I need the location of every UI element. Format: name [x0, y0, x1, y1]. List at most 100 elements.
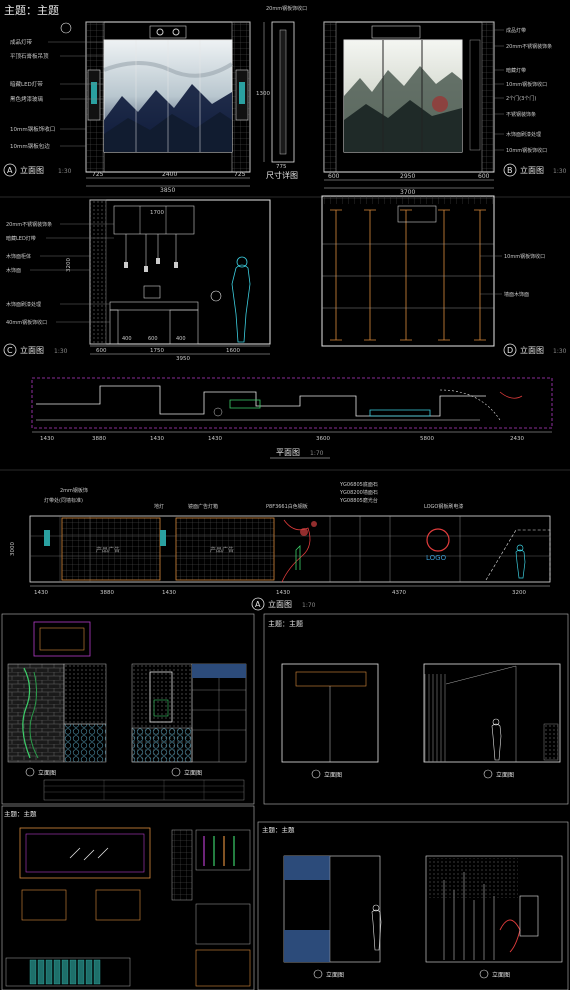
plan-dim-5: 3600	[316, 436, 330, 442]
sub-sheet-left: 立面图 立面图	[1, 613, 255, 805]
notes-a: 成品灯带 平顶石膏板吊顶 暗藏LED灯带 黑色烤漆玻璃 10mm钢板饰收口 10…	[10, 38, 55, 150]
notes-b: 成品灯带 20mm不锈钢装饰条 暗藏灯带 10mm钢板饰收口 2个门(3个门) …	[506, 27, 552, 154]
svg-text:镜面广告灯箱: 镜面广告灯箱	[188, 503, 218, 510]
plan-dim-7: 2430	[510, 436, 524, 442]
svg-text:木饰面刷漆处理: 木饰面刷漆处理	[506, 131, 541, 138]
bottom-left-header: 主题：主题	[4, 809, 37, 818]
long-elev-letter: A	[255, 600, 261, 609]
svg-text:地灯: 地灯	[154, 503, 164, 510]
dimension-detail: 1300 775 20mm钢板饰收口 尺寸详图	[256, 5, 307, 180]
ad-panel-2	[175, 517, 275, 581]
plan-dim-4: 1430	[208, 436, 222, 442]
plan-dim-1: 1430	[40, 436, 54, 442]
svg-text:P8F3661白色钢板: P8F3661白色钢板	[266, 503, 308, 510]
svg-text:成品灯带: 成品灯带	[10, 38, 33, 46]
plan-dim-3: 1430	[150, 436, 164, 442]
elev-c-letter: C	[7, 346, 13, 355]
plan-scale: 1:70	[310, 450, 324, 457]
dim-c-3: 1600	[226, 348, 240, 354]
elev-a-scale: 1:30	[58, 168, 72, 175]
long-dim-5: 4370	[392, 590, 406, 596]
elevation-c: 1700 400 600 400 600 1750 1600 3950 3200…	[3, 199, 271, 362]
dim-c-2: 1750	[150, 348, 164, 354]
svg-text:暗藏LED灯带: 暗藏LED灯带	[6, 235, 36, 242]
svg-text:木饰面柜体: 木饰面柜体	[6, 253, 31, 260]
long-dim-1: 1430	[34, 590, 48, 596]
long-dim-3: 1430	[162, 590, 176, 596]
dim-c-top: 1700	[150, 210, 164, 216]
svg-text:成品灯带: 成品灯带	[506, 27, 526, 34]
svg-text:木饰面: 木饰面	[6, 267, 21, 274]
ad-panel-1	[61, 517, 161, 581]
plan-dim-6: 5800	[420, 436, 434, 442]
long-dim-6: 3200	[512, 590, 526, 596]
sub-left-label-a: 立面图	[38, 769, 56, 777]
elev-c-scale: 1:30	[54, 348, 68, 355]
sheet-title: 主题：主题	[4, 4, 59, 17]
elev-a-title: 立面图	[20, 165, 44, 175]
svg-text:暗藏灯带: 暗藏灯带	[506, 67, 526, 74]
svg-text:40mm钢板饰收口: 40mm钢板饰收口	[6, 319, 47, 326]
svg-text:20mm不锈钢装饰条: 20mm不锈钢装饰条	[6, 221, 52, 228]
bottom-label-a: 立面图	[326, 971, 344, 979]
note-d-2: 墙面木饰面	[504, 291, 529, 298]
long-elev-scale: 1:70	[302, 602, 316, 609]
dim-c-small-2: 600	[148, 336, 158, 342]
panel-elevations-cd: 1700 400 600 400 600 1750 1600 3950 3200…	[3, 195, 567, 362]
detail-dim-height: 1300	[256, 91, 270, 97]
dim-c-1: 600	[96, 348, 107, 354]
notes-c: 20mm不锈钢装饰条 暗藏LED灯带 木饰面柜体 木饰面 木饰面刷漆处理 40m…	[6, 221, 52, 326]
long-dim-2: 3880	[100, 590, 114, 596]
detail-dim-width: 775	[276, 164, 287, 170]
ad-panel-2-text: 产品广告	[210, 546, 234, 554]
dim-c-small-1: 400	[122, 336, 132, 342]
elev-a-letter: A	[7, 166, 13, 175]
elevation-a: 725 2400 725 3850 成品灯带 平顶石膏板吊顶 暗藏LED灯带 黑…	[3, 21, 251, 194]
svg-text:10mm钢板饰收口: 10mm钢板饰收口	[10, 125, 55, 133]
dim-b-total: 3700	[400, 189, 415, 196]
ad-panel-1-text: 产品广告	[96, 546, 120, 554]
elev-c-title: 立面图	[20, 345, 44, 355]
dim-a-total: 3850	[160, 187, 175, 194]
sub-right-header: 主题：主题	[268, 619, 303, 628]
dim-c-total: 3950	[176, 356, 190, 362]
sub-left-label-b: 立面图	[184, 769, 202, 777]
svg-text:2mm钢板饰: 2mm钢板饰	[60, 487, 88, 494]
sub-right-label-b: 立面图	[496, 771, 514, 779]
plan-dim-2: 3880	[92, 436, 106, 442]
sub-right-label-a: 立面图	[324, 771, 342, 779]
logo-text: LOGO	[426, 554, 447, 562]
svg-text:2个门(3个门): 2个门(3个门)	[506, 95, 536, 102]
elev-d-letter: D	[507, 346, 513, 355]
svg-text:平顶石膏板吊顶: 平顶石膏板吊顶	[10, 52, 49, 60]
human-figure-c	[231, 264, 251, 343]
svg-text:20mm不锈钢装饰条: 20mm不锈钢装饰条	[506, 43, 552, 50]
sub-sheet-right: 主题：主题 立面图 立面图	[263, 613, 569, 805]
long-dim-4: 1430	[276, 590, 290, 596]
elev-d-scale: 1:30	[553, 348, 567, 355]
long-dim-height: 3000	[10, 542, 16, 556]
elevation-d: 10mm钢板饰收口 墙面木饰面 D 立面图 1:30	[321, 195, 567, 357]
logo-mark	[426, 528, 450, 552]
dim-c-small-3: 400	[176, 336, 186, 342]
elev-b-scale: 1:30	[553, 168, 567, 175]
dim-b-3: 600	[478, 173, 490, 180]
dim-a-2: 2400	[162, 171, 177, 178]
svg-text:YG08805磨光台: YG08805磨光台	[339, 497, 378, 504]
long-notes: 2mm钢板饰 灯带处(同墙标准) 地灯 镜面广告灯箱 P8F3661白色钢板 Y…	[44, 481, 463, 510]
plan-title: 平面图	[276, 448, 300, 457]
detail-title: 尺寸详图	[266, 170, 298, 180]
detail-note-top: 20mm钢板饰收口	[266, 5, 307, 12]
svg-text:不锈钢装饰条: 不锈钢装饰条	[506, 111, 536, 118]
elev-d-title: 立面图	[520, 345, 544, 355]
svg-text:YG06805底面石: YG06805底面石	[339, 481, 378, 488]
svg-text:木饰面刷漆处理: 木饰面刷漆处理	[6, 301, 41, 308]
svg-text:LOGO钢板刷电漆: LOGO钢板刷电漆	[424, 503, 463, 510]
long-elevation: 产品广告 产品广告 LOGO 2mm钢板饰 灯带处(同墙标准) 地灯 镜面广告灯…	[10, 481, 551, 611]
svg-text:10mm钢板饰收口: 10mm钢板饰收口	[506, 147, 547, 154]
dim-b-2: 2950	[400, 173, 415, 180]
note-d-1: 10mm钢板饰收口	[504, 253, 545, 260]
svg-text:10mm钢板包边: 10mm钢板包边	[10, 142, 50, 150]
svg-text:灯带处(同墙标准): 灯带处(同墙标准)	[44, 497, 83, 504]
